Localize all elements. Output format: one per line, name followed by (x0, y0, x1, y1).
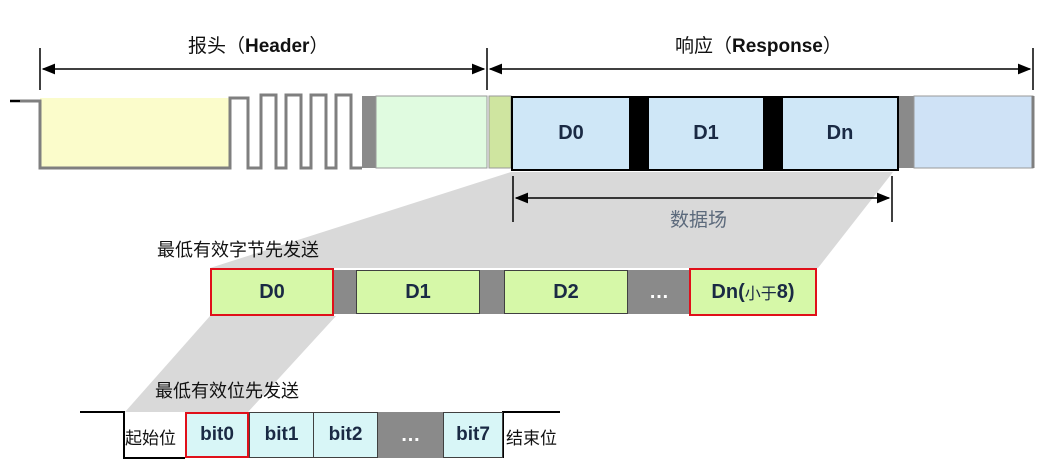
header-word: Header (245, 36, 310, 57)
response-tail-gap (897, 96, 914, 168)
header-title: 报头（Header） (188, 31, 328, 58)
header-span-dimension (39, 48, 488, 90)
byte-dn-label: Dn( (711, 280, 745, 303)
bit-row-stop-line (502, 411, 560, 458)
stop-bit-label: 结束位 (506, 429, 557, 449)
byte-d2: D2 (504, 270, 628, 314)
bit-7: bit7 (443, 412, 503, 458)
data-field-label: 数据场 (670, 209, 728, 231)
byte-dn-note: 小于 (744, 284, 777, 303)
bit-0: bit0 (185, 412, 249, 458)
bit-ellipsis: … (378, 412, 443, 458)
byte-d1: D1 (356, 270, 480, 314)
bit-1: bit1 (249, 412, 314, 458)
response-word: Response (732, 36, 823, 57)
header-suffix: ） (309, 35, 329, 57)
header-waveform (10, 93, 362, 170)
bit-order-note: 最低有效位先发送 (155, 381, 299, 402)
sync-gap (362, 96, 376, 168)
response-byte-d0: D0 (511, 96, 631, 171)
byte-d0: D0 (210, 268, 334, 316)
data-field-dimension (512, 176, 893, 222)
byte-order-note: 最低有效字节先发送 (157, 240, 319, 261)
zoom-funnel-bottom (125, 316, 336, 412)
response-span-dimension (488, 48, 1034, 90)
response-space (488, 95, 512, 169)
checksum-field (913, 95, 1034, 169)
break-field (40, 98, 230, 168)
response-byte-gap-1 (629, 96, 649, 171)
byte-dn-count: 8) (776, 280, 795, 303)
response-suffix: ） (822, 35, 842, 57)
bit-2: bit2 (313, 412, 378, 458)
response-byte-gap-2 (763, 96, 783, 171)
start-bit-label: 起始位 (125, 429, 176, 449)
response-byte-dn: Dn (781, 96, 899, 171)
byte-ellipsis: … (628, 270, 690, 314)
byte-gap-1 (334, 270, 356, 314)
response-byte-d1: D1 (647, 96, 765, 171)
byte-gap-2 (480, 270, 504, 314)
bit-row-waveform (80, 411, 185, 459)
header-prefix: 报头（ (188, 35, 246, 57)
response-title: 响应（Response） (675, 31, 842, 58)
identifier-field (375, 95, 488, 169)
response-prefix: 响应（ (675, 35, 733, 57)
